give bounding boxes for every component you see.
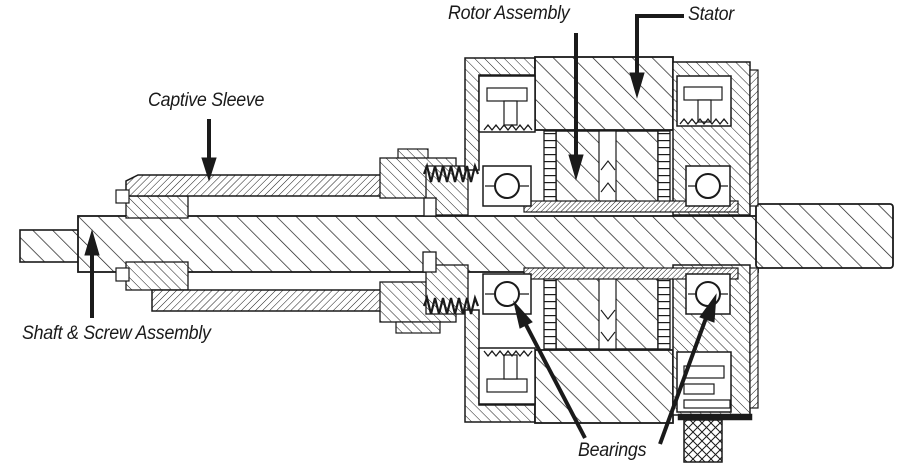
label-bearings: Bearings [578,440,647,461]
captive-sleeve-graphic [115,174,425,312]
coil-windings-graphic [478,75,732,413]
connector-stub-graphic [683,419,723,463]
stator-leader-line [635,14,684,74]
shaft-graphic [19,203,894,273]
stator-bottom-graphic [534,349,674,424]
rotor-lamination-stack [657,276,671,350]
rotor-graphic [523,130,739,350]
rotor-lamination-stack [543,130,557,204]
spring-graphic [422,162,480,315]
bearings-arrow-right [658,317,708,445]
leader-arrows [84,14,717,445]
label-captive-sleeve: Captive Sleeve [148,90,265,111]
label-rotor-assembly: Rotor Assembly [448,3,570,24]
rotor-lamination-stack [657,130,671,204]
bearings-graphic [482,165,731,315]
label-stator: Stator [688,4,734,25]
shaft-pin-graphic [422,197,437,273]
bearings-arrow-left [522,320,587,439]
stator-graphic [534,56,674,131]
rotor-lamination-stack [543,276,557,350]
label-shaft-screw-assembly: Shaft & Screw Assembly [22,323,211,344]
